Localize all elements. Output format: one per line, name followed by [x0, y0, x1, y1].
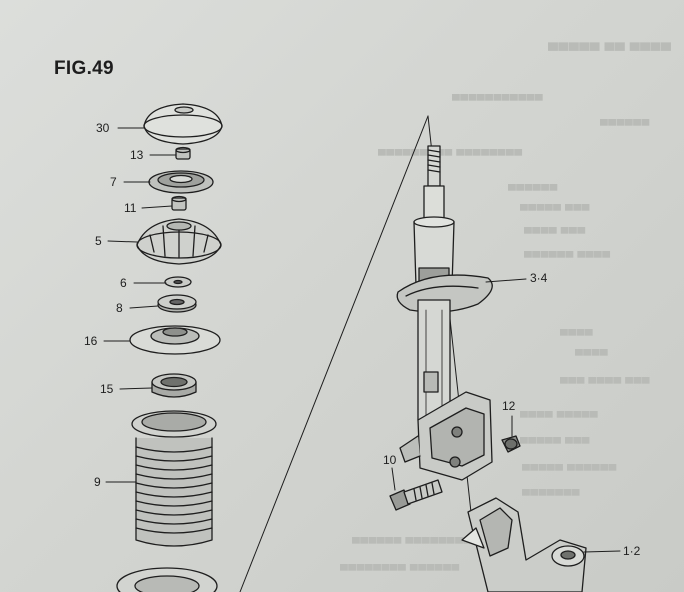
part-8-bushing: [157, 294, 197, 313]
ghost-text: ▀▀▀▀▀ ▀▀▀: [520, 438, 590, 450]
ghost-text: ▀▀▀▀▀▀: [600, 120, 650, 132]
ghost-text: ▀▀▀▀: [560, 330, 594, 342]
callout-11: 11: [124, 201, 137, 215]
leader-lines: [103, 127, 621, 553]
part-5-strut-mount: [136, 218, 222, 265]
callout-6: 6: [120, 276, 127, 290]
callout-3-4: 3·4: [530, 271, 548, 285]
ghost-text: ▀▀▀▀▀ ▀▀▀▀▀▀: [522, 465, 617, 477]
part-11-nut: [171, 195, 187, 211]
part-13-nut: [175, 146, 191, 160]
part-6-washer: [164, 276, 192, 288]
ghost-text: ▀▀▀▀▀ ▀▀▀: [520, 205, 590, 217]
ghost-text: ▀▀▀▀ ▀▀▀▀▀: [520, 412, 599, 424]
callout-16: 16: [84, 334, 98, 348]
ghost-text: ▀▀▀▀▀▀▀▀ ▀▀▀▀▀▀: [340, 565, 460, 577]
ghost-text: ▀▀▀▀▀▀▀▀▀ ▀▀▀▀▀▀▀▀: [378, 150, 523, 162]
ghost-text: ▀▀▀▀: [575, 350, 609, 362]
callout-12: 12: [502, 399, 516, 413]
part-9-bellows-boot: [131, 410, 217, 547]
ghost-text: ▀▀▀▀ ▀▀▀: [524, 228, 586, 240]
ghost-text: ▀▀▀ ▀▀▀▀ ▀▀▀: [560, 378, 651, 390]
ghost-text: ▀▀▀▀▀ ▀▀ ▀▀▀▀: [548, 42, 672, 58]
part-10-bolt: [389, 479, 443, 511]
ghost-text: ▀▀▀▀▀▀▀: [522, 490, 581, 502]
spring-seat-bottom: [116, 567, 218, 592]
ghost-text: ▀▀▀▀▀▀▀▀▀▀▀: [452, 95, 544, 107]
perspective-line: [239, 115, 429, 592]
part-16-spring-seat: [129, 325, 221, 355]
figure-title: FIG.49: [54, 58, 114, 79]
callout-8: 8: [116, 301, 123, 315]
part-1-2-knuckle: [461, 497, 587, 592]
callout-13: 13: [130, 148, 144, 162]
part-15-bearing: [151, 373, 197, 398]
part-7-plate: [148, 170, 214, 194]
strut-assembly: [396, 145, 493, 481]
ghost-text: ▀▀▀▀▀▀ ▀▀▀▀: [524, 252, 611, 264]
part-30-dust-cap: [143, 103, 223, 145]
callout-9: 9: [94, 475, 101, 489]
callout-10: 10: [383, 453, 397, 467]
callout-30: 30: [96, 121, 110, 135]
callout-1-2: 1·2: [623, 544, 641, 558]
callout-15: 15: [100, 382, 114, 396]
ghost-text: ▀▀▀▀▀▀: [508, 185, 558, 197]
callout-7: 7: [110, 175, 117, 189]
part-12-nut: [501, 435, 521, 453]
ghost-text: ▀▀▀▀▀▀ ▀▀▀▀▀▀▀▀▀: [352, 538, 480, 550]
callout-5: 5: [95, 234, 102, 248]
